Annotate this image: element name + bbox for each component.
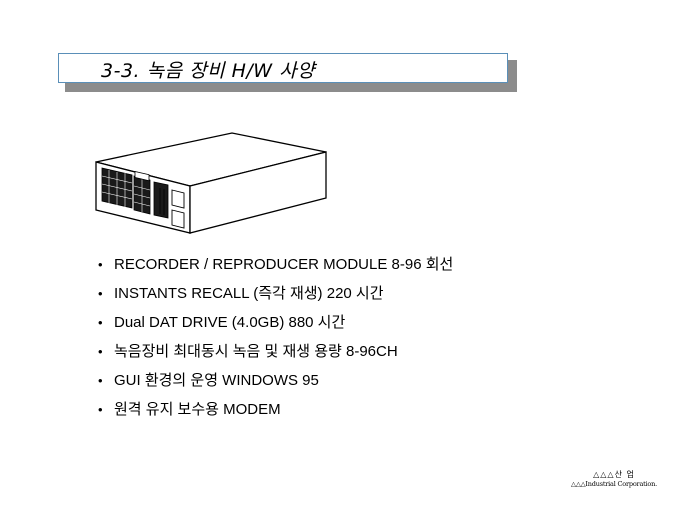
list-item: • RECORDER / REPRODUCER MODULE 8-96 회선 — [98, 250, 453, 279]
list-item-text: 녹음장비 최대동시 녹음 및 재생 용량 8-96CH — [114, 343, 398, 360]
list-item: • INSTANTS RECALL (즉각 재생) 220 시간 — [98, 279, 453, 308]
bullet-icon: • — [98, 402, 103, 417]
list-item: • 원격 유지 보수용 MODEM — [98, 395, 453, 424]
bullet-icon: • — [98, 257, 103, 272]
footer-company-english: △△△Industrial Corporation. — [571, 480, 657, 488]
list-item-text: Dual DAT DRIVE (4.0GB) 880 시간 — [114, 314, 346, 331]
footer-company-korean: △△△산 업 — [593, 470, 635, 479]
bullet-icon: • — [98, 344, 103, 359]
bullet-icon: • — [98, 373, 103, 388]
page-title: 3-3. 녹음 장비 H/W 사양 — [101, 60, 316, 82]
list-item: • 녹음장비 최대동시 녹음 및 재생 용량 8-96CH — [98, 337, 453, 366]
list-item-text: GUI 환경의 운영 WINDOWS 95 — [114, 372, 319, 389]
list-item-text: INSTANTS RECALL (즉각 재생) 220 시간 — [114, 285, 384, 302]
list-item-text: 원격 유지 보수용 MODEM — [114, 401, 281, 418]
bullet-icon: • — [98, 286, 103, 301]
bullet-icon: • — [98, 315, 103, 330]
title-box: 3-3. 녹음 장비 H/W 사양 — [58, 53, 508, 83]
company-footer: △△△산 업 △△△Industrial Corporation. — [558, 470, 670, 488]
spec-list: • RECORDER / REPRODUCER MODULE 8-96 회선 •… — [98, 250, 453, 424]
server-recorder-icon — [95, 132, 327, 234]
list-item-text: RECORDER / REPRODUCER MODULE 8-96 회선 — [114, 256, 454, 273]
list-item: • Dual DAT DRIVE (4.0GB) 880 시간 — [98, 308, 453, 337]
list-item: • GUI 환경의 운영 WINDOWS 95 — [98, 366, 453, 395]
